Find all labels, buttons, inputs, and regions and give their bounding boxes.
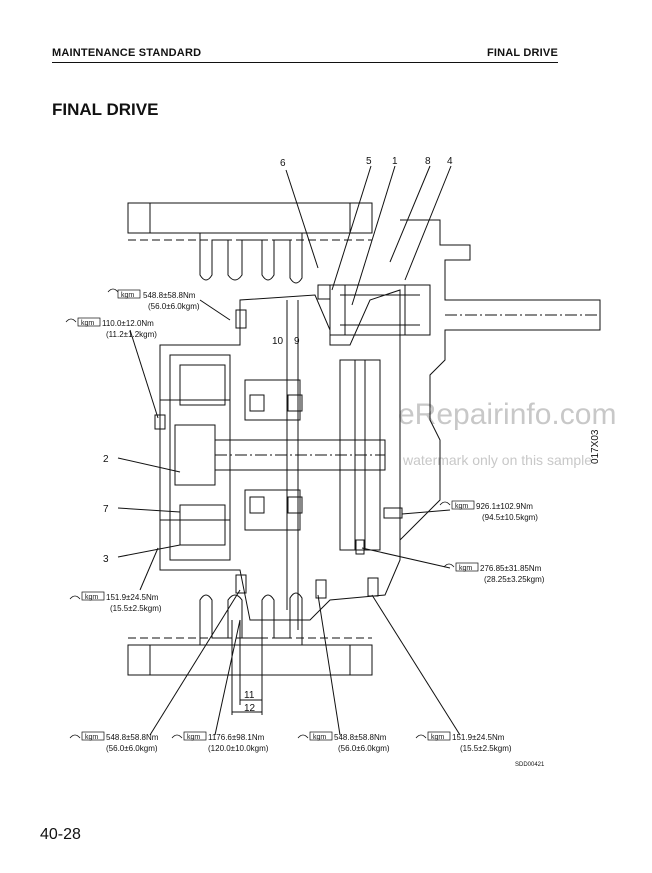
bearing-group-lower [249,496,303,514]
wrench-icon [443,563,455,568]
torque-callout-9: kgm 151.9±24.5Nm (15.5±2.5kgm) [415,731,512,753]
figure-code: SDD00421 [515,762,545,768]
torque-callout-6: kgm 548.8±58.8Nm (56.0±6.0kgm) [69,731,159,753]
wrench-icon [69,734,81,739]
torque-callout-3: kgm 926.1±102.9Nm (94.5±10.5kgm) [439,500,538,522]
torque-callout-5: kgm 151.9±24.5Nm (15.5±2.5kgm) [69,591,162,613]
page-header: MAINTENANCE STANDARD FINAL DRIVE [52,44,558,63]
page-number: 40-28 [40,826,81,843]
wrench-icon [415,734,427,739]
torque-nm-value: 151.9±24.5Nm [452,733,505,742]
input-pinion-assembly [329,284,431,336]
part-number-8: 8 [425,156,431,167]
part-number-6: 6 [280,158,286,169]
watermark-main: eRepairinfo.com [398,398,617,431]
bolt-set [154,284,403,599]
wrench-icon [439,501,451,506]
torque-unit-tag: kgm [121,292,134,299]
torque-callout-8: kgm 548.8±58.8Nm (56.0±6.0kgm) [297,731,390,753]
torque-unit-tag: kgm [85,594,98,601]
planet-carrier [174,424,216,486]
torque-unit-tag: kgm [313,734,326,741]
wrench-icon [297,734,309,739]
axle-housing [399,219,601,541]
part-number-11: 11 [244,690,255,701]
side-code: 017X03 [590,429,601,464]
page-title: FINAL DRIVE [52,100,159,119]
wrench-icon [65,318,77,323]
wrench-icon [107,288,119,293]
torque-kgm-value: (11.2±1.2kgm) [106,330,157,339]
part-number-12: 12 [244,703,256,714]
part-number-4: 4 [447,156,453,167]
torque-kgm-value: (15.5±2.5kgm) [460,744,512,753]
torque-unit-tag: kgm [187,734,200,741]
torque-unit-tag: kgm [459,565,472,572]
part-number-7: 7 [103,504,109,515]
part-number-2: 2 [103,454,109,465]
part-number-5: 5 [366,156,372,167]
part-number-9: 9 [294,336,300,347]
watermark-sub: watermark only on this sample [403,452,593,468]
wrench-icon [171,734,183,739]
torque-nm-value: 548.8±58.8Nm [143,291,196,300]
torque-kgm-value: (120.0±10.0kgm) [208,744,269,753]
torque-nm-value: 548.8±58.8Nm [106,733,159,742]
torque-callout-7: kgm 1176.6±98.1Nm (120.0±10.0kgm) [171,731,269,753]
torque-callout-1: kgm 548.8±58.8Nm (56.0±6.0kgm) [107,288,200,311]
torque-kgm-value: (56.0±6.0kgm) [338,744,390,753]
torque-kgm-value: (56.0±6.0kgm) [106,744,158,753]
torque-nm-value: 110.0±12.0Nm [102,319,154,328]
torque-kgm-value: (15.5±2.5kgm) [110,604,162,613]
torque-nm-value: 548.8±58.8Nm [334,733,387,742]
torque-nm-value: 1176.6±98.1Nm [208,733,265,742]
part-number-1: 1 [392,156,398,167]
part-number-3: 3 [103,554,109,565]
torque-callout-2: kgm 110.0±12.0Nm (11.2±1.2kgm) [65,317,157,339]
torque-nm-value: 926.1±102.9Nm [476,502,533,511]
part-number-10: 10 [272,336,284,347]
torque-unit-tag: kgm [455,503,468,510]
top-rim [127,202,373,234]
torque-kgm-value: (28.25±3.25kgm) [484,575,545,584]
torque-kgm-value: (56.0±6.0kgm) [148,302,200,311]
torque-unit-tag: kgm [81,320,94,327]
torque-unit-tag: kgm [431,734,444,741]
hub-housing [159,289,401,621]
header-section-label: MAINTENANCE STANDARD [52,47,202,59]
wrench-icon [69,595,81,600]
torque-kgm-value: (94.5±10.5kgm) [482,513,538,522]
bearing-group-upper [249,394,303,412]
torque-nm-value: 276.85±31.85Nm [480,564,542,573]
torque-callout-4: kgm 276.85±31.85Nm (28.25±3.25kgm) [443,562,545,584]
torque-unit-tag: kgm [85,734,98,741]
header-topic-label: FINAL DRIVE [486,47,558,59]
torque-nm-value: 151.9±24.5Nm [106,593,159,602]
bottom-rim [127,644,373,676]
